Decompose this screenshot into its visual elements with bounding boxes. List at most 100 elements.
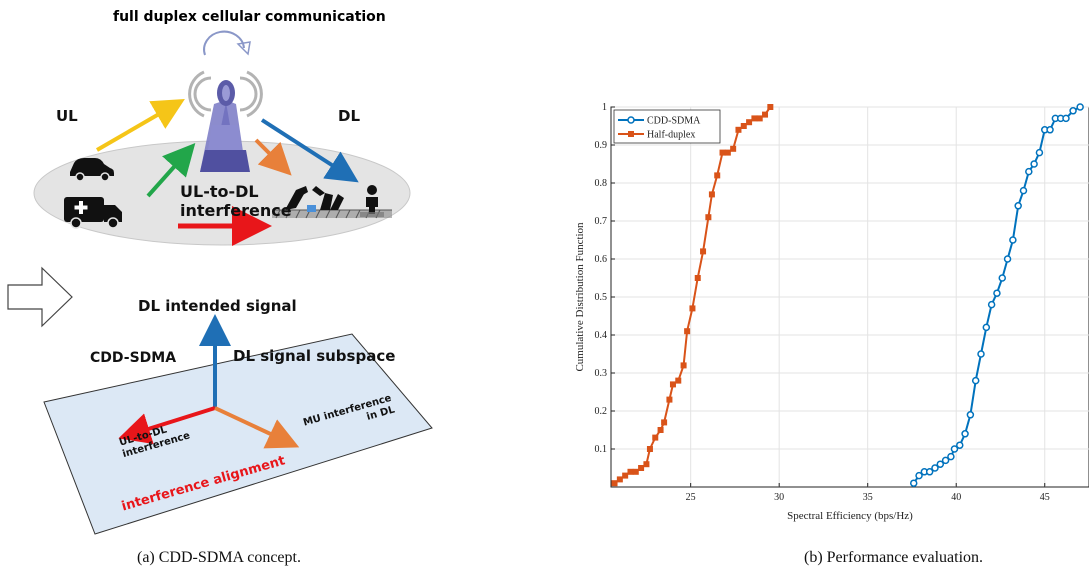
- data-point: [746, 119, 753, 126]
- legend-marker: [627, 116, 635, 124]
- person-icon: [360, 185, 384, 217]
- legend: CDD-SDMA Half-duplex: [613, 109, 721, 144]
- data-point: [689, 305, 696, 312]
- data-point: [936, 460, 945, 468]
- data-point: [915, 471, 923, 480]
- data-point: [1069, 107, 1077, 115]
- dl-label: DL: [338, 107, 361, 125]
- data-point: [735, 126, 742, 133]
- y-tick-label: 0.6: [595, 254, 608, 265]
- data-point: [666, 396, 673, 403]
- interference-label: UL-to-DL interference: [180, 182, 292, 220]
- data-point: [1062, 114, 1070, 123]
- dl-orange-arrow: [254, 138, 292, 176]
- data-point: [669, 381, 676, 388]
- scheme-label: CDD-SDMA: [90, 350, 177, 366]
- left-caption: (a) CDD-SDMA concept.: [137, 549, 301, 566]
- y-tick-label: 0.2: [595, 406, 608, 417]
- data-point: [993, 289, 1001, 297]
- x-tick-label: 25: [686, 492, 696, 503]
- interference-label-line1: UL-to-DL: [180, 182, 259, 201]
- data-point: [675, 377, 682, 384]
- signal-waves-icon: [188, 70, 263, 118]
- car-icon: [70, 158, 114, 182]
- x-tick-label: 45: [1040, 492, 1050, 503]
- series-half-duplex: [611, 104, 774, 487]
- data-point: [751, 115, 758, 122]
- tower-icon: [200, 80, 250, 172]
- y-tick-label: 0.1: [595, 444, 608, 455]
- data-point: [1046, 126, 1054, 134]
- data-point: [961, 430, 969, 438]
- data-point: [1019, 186, 1028, 195]
- data-point: [982, 323, 991, 332]
- data-point: [616, 476, 623, 483]
- data-point: [684, 328, 691, 335]
- data-point: [977, 350, 985, 358]
- data-point: [950, 445, 959, 453]
- data-point: [987, 300, 996, 309]
- data-point: [1030, 160, 1038, 168]
- y-tick-label: 0.5: [595, 292, 608, 303]
- data-point: [767, 104, 774, 110]
- data-point: [708, 191, 715, 198]
- data-point: [622, 472, 629, 479]
- data-point: [611, 480, 618, 487]
- data-point: [724, 149, 731, 156]
- ul-label: UL: [56, 107, 78, 125]
- data-point: [700, 248, 707, 255]
- data-point: [627, 468, 634, 475]
- data-point: [1035, 148, 1044, 157]
- y-tick-label: 1: [602, 102, 607, 113]
- y-tick-label: 0.8: [595, 178, 608, 189]
- data-point: [643, 461, 650, 468]
- data-point: [966, 411, 975, 419]
- legend-label: CDD-SDMA: [647, 116, 701, 127]
- y-axis-label: Cumulative Distribution Function: [574, 222, 586, 372]
- data-point: [998, 274, 1007, 282]
- data-point: [925, 468, 934, 476]
- data-point: [909, 479, 918, 487]
- data-point: [756, 115, 763, 122]
- diagram-title: full duplex cellular communication: [113, 9, 386, 25]
- y-tick-label: 0.7: [595, 216, 608, 227]
- x-tick-label: 40: [951, 492, 961, 503]
- y-tick-label: 0.3: [595, 368, 608, 379]
- legend-box: [613, 109, 721, 144]
- legend-marker: [628, 131, 634, 137]
- data-point: [1076, 103, 1084, 111]
- data-point: [638, 465, 645, 471]
- data-point: [740, 123, 747, 129]
- dl-arrow: [260, 118, 359, 183]
- x-axis-label: Spectral Efficiency (bps/Hz): [787, 510, 913, 522]
- right-caption: (b) Performance evaluation.: [804, 549, 984, 566]
- interference-label-line2: interference: [180, 201, 292, 220]
- y-tick-label: 0.4: [595, 330, 608, 341]
- data-point: [947, 452, 955, 461]
- data-point: [1003, 255, 1012, 263]
- ambulance-icon: [64, 197, 122, 229]
- data-point: [1014, 202, 1022, 210]
- y-tick-label: 0.9: [595, 140, 608, 151]
- data-point: [762, 111, 769, 118]
- data-point: [680, 362, 687, 369]
- data-point: [657, 427, 664, 433]
- data-point: [1025, 167, 1033, 176]
- ul-green-arrow: [146, 143, 196, 198]
- intended-signal-label: DL intended signal: [138, 297, 297, 315]
- x-tick-label: 30: [774, 492, 784, 503]
- series-cdd-sdma: [909, 103, 1084, 487]
- data-point: [652, 434, 659, 441]
- ul-to-dl-interference-arrow: [118, 406, 216, 445]
- concept-diagram: [7, 30, 433, 535]
- rotation-arrow-icon: [203, 30, 251, 56]
- legend-label: Half-duplex: [647, 130, 695, 141]
- data-point: [941, 456, 950, 465]
- data-point: [694, 275, 701, 281]
- signal-subspace-plane: [43, 333, 433, 535]
- subspace-label: DL signal subspace: [233, 347, 396, 365]
- data-point: [646, 446, 653, 452]
- data-point: [719, 149, 726, 156]
- data-point: [1009, 236, 1017, 244]
